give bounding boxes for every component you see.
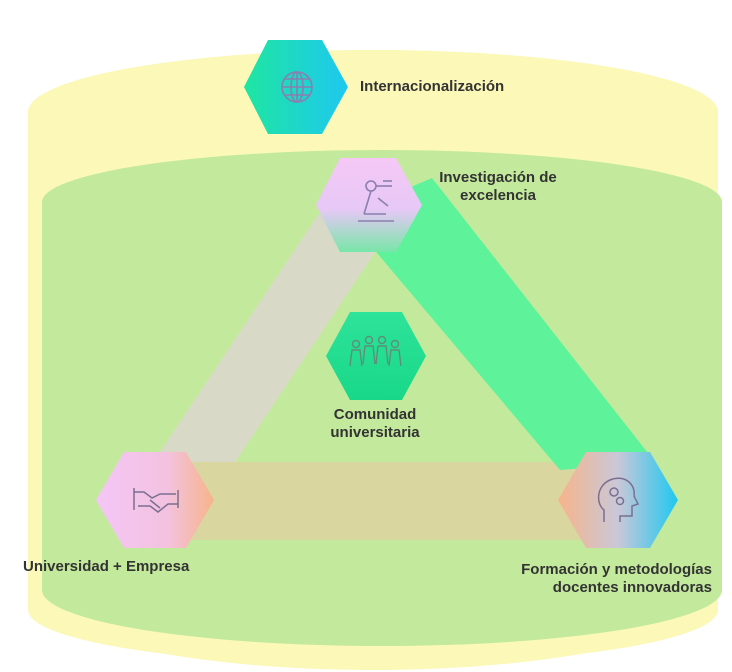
- hex-universidad-empresa: [96, 452, 214, 548]
- microscope-icon: [358, 180, 394, 222]
- internacionalizacion-label: Internacionalización: [360, 78, 505, 95]
- band-left: [128, 215, 400, 500]
- formacion-label-line-2: docentes innovadoras: [552, 579, 712, 596]
- formacion-label: Formación y metodologías docentes innova…: [462, 561, 712, 597]
- handshake-icon: [133, 488, 179, 513]
- globe-icon: [281, 71, 313, 103]
- band-bottom: [150, 462, 610, 540]
- outer-ellipse-top: [28, 50, 718, 174]
- hex-comunidad: [326, 312, 426, 400]
- investigacion-label-line-2: excelencia: [460, 187, 536, 204]
- comunidad-label-line-1: Comunidad: [333, 406, 417, 423]
- investigacion-label: Investigación de excelencia: [418, 169, 578, 205]
- universidad-empresa-label: Universidad + Empresa: [23, 558, 190, 575]
- people-icon: [349, 335, 402, 367]
- head-gears-icon: [597, 477, 640, 522]
- hex-formacion: [558, 452, 678, 548]
- comunidad-label: Comunidad universitaria: [300, 406, 450, 442]
- inner-ellipse-bottom: [42, 534, 722, 646]
- band-right: [345, 178, 655, 470]
- hex-investigacion: [316, 158, 422, 252]
- comunidad-label-line-2: universitaria: [330, 424, 420, 441]
- formacion-label-line-1: Formación y metodologías: [521, 561, 712, 578]
- investigacion-label-line-1: Investigación de: [439, 169, 557, 186]
